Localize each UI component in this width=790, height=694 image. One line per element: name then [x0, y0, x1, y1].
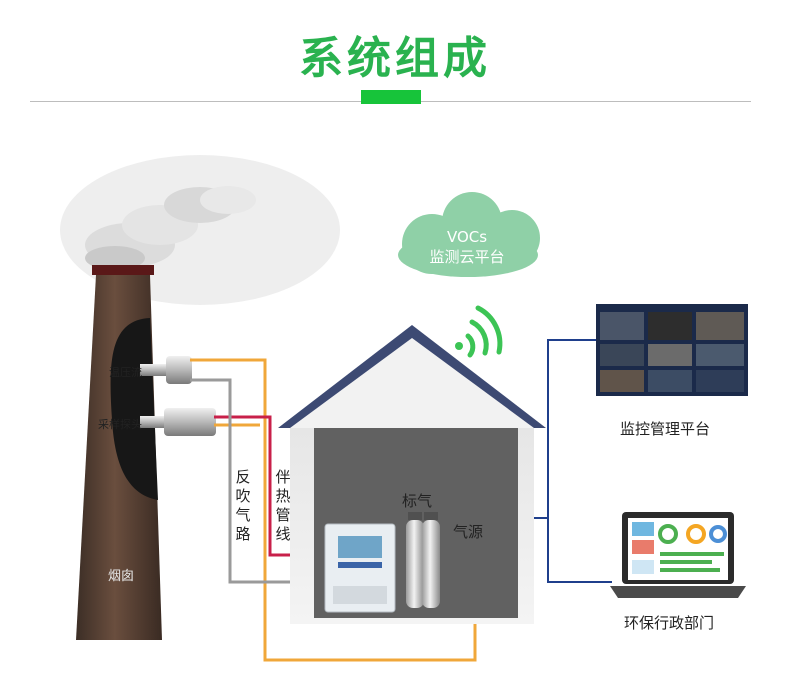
heated-line-label: 伴热管线	[275, 468, 291, 543]
laptop	[610, 512, 746, 598]
cloud-icon	[398, 192, 540, 277]
page-title: 系统组成	[299, 33, 491, 84]
title-accent-bar	[361, 90, 421, 104]
monitor-platform-label: 监控管理平台	[620, 420, 711, 438]
backflush-line-label: 反吹气路	[235, 468, 251, 543]
sampling-probe-label: 采样探头	[98, 418, 142, 431]
analyzer-cabinet	[324, 523, 396, 613]
monitor-screen	[596, 304, 748, 396]
chimney-label: 烟囱	[108, 569, 135, 584]
gas-source-label: 气源	[453, 523, 484, 541]
standard-gas-label: 标气	[402, 492, 433, 510]
cloud-platform-line1: VOCs	[446, 228, 488, 246]
standard-gas-cylinders	[406, 512, 440, 608]
temp-pressure-flow-probe	[140, 356, 192, 384]
wifi-icon	[455, 305, 503, 358]
temp-pressure-flow-label: 温压流	[109, 366, 142, 379]
cloud-platform-line2: 监测云平台	[429, 248, 505, 266]
sampling-probe	[140, 408, 216, 436]
epa-department-label: 环保行政部门	[624, 614, 715, 632]
